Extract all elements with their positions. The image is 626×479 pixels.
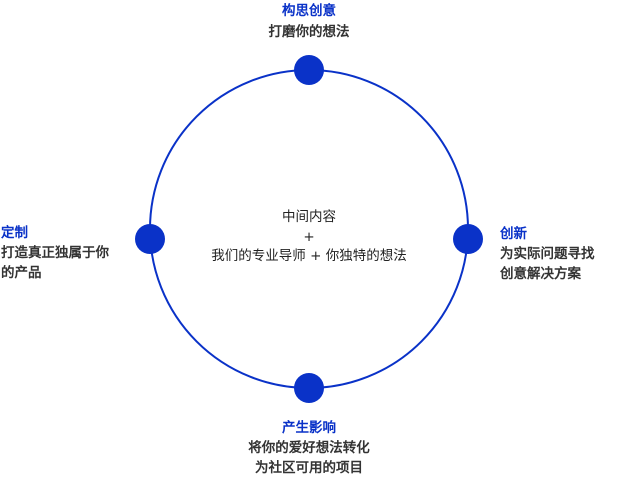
- center-title: 中间内容: [282, 209, 336, 225]
- node-top-desc: 打磨你的想法: [268, 24, 350, 40]
- node-left-desc-1: 打造真正独属于你: [1, 245, 109, 261]
- node-bottom-dot: [294, 373, 324, 403]
- node-bottom-desc-2: 为社区可用的项目: [255, 460, 363, 476]
- node-top-dot: [294, 55, 324, 85]
- node-right-desc-2: 创意解决方案: [500, 266, 581, 282]
- center-desc: 我们的专业导师 + 你独特的想法: [211, 248, 407, 264]
- center-plus: +: [303, 228, 315, 245]
- node-bottom-desc-1: 将你的爱好想法转化: [248, 440, 370, 456]
- node-right-label: 创新 为实际问题寻找 创意解决方案: [500, 224, 595, 284]
- node-left-desc-2: 的产品: [1, 265, 42, 281]
- node-left-dot: [135, 224, 165, 254]
- center-content: 中间内容 + 我们的专业导师 + 你独特的想法: [200, 208, 418, 267]
- node-top-title: 构思创意: [282, 3, 336, 19]
- node-right-desc-1: 为实际问题寻找: [500, 246, 595, 262]
- node-bottom-title: 产生影响: [282, 420, 336, 436]
- node-bottom-label: 产生影响 将你的爱好想法转化 为社区可用的项目: [189, 418, 429, 478]
- node-left-title: 定制: [1, 225, 28, 241]
- node-right-title: 创新: [500, 226, 527, 242]
- node-left-label: 定制 打造真正独属于你 的产品: [1, 223, 109, 283]
- node-right-dot: [453, 224, 483, 254]
- node-top-label: 构思创意 打磨你的想法: [209, 1, 409, 42]
